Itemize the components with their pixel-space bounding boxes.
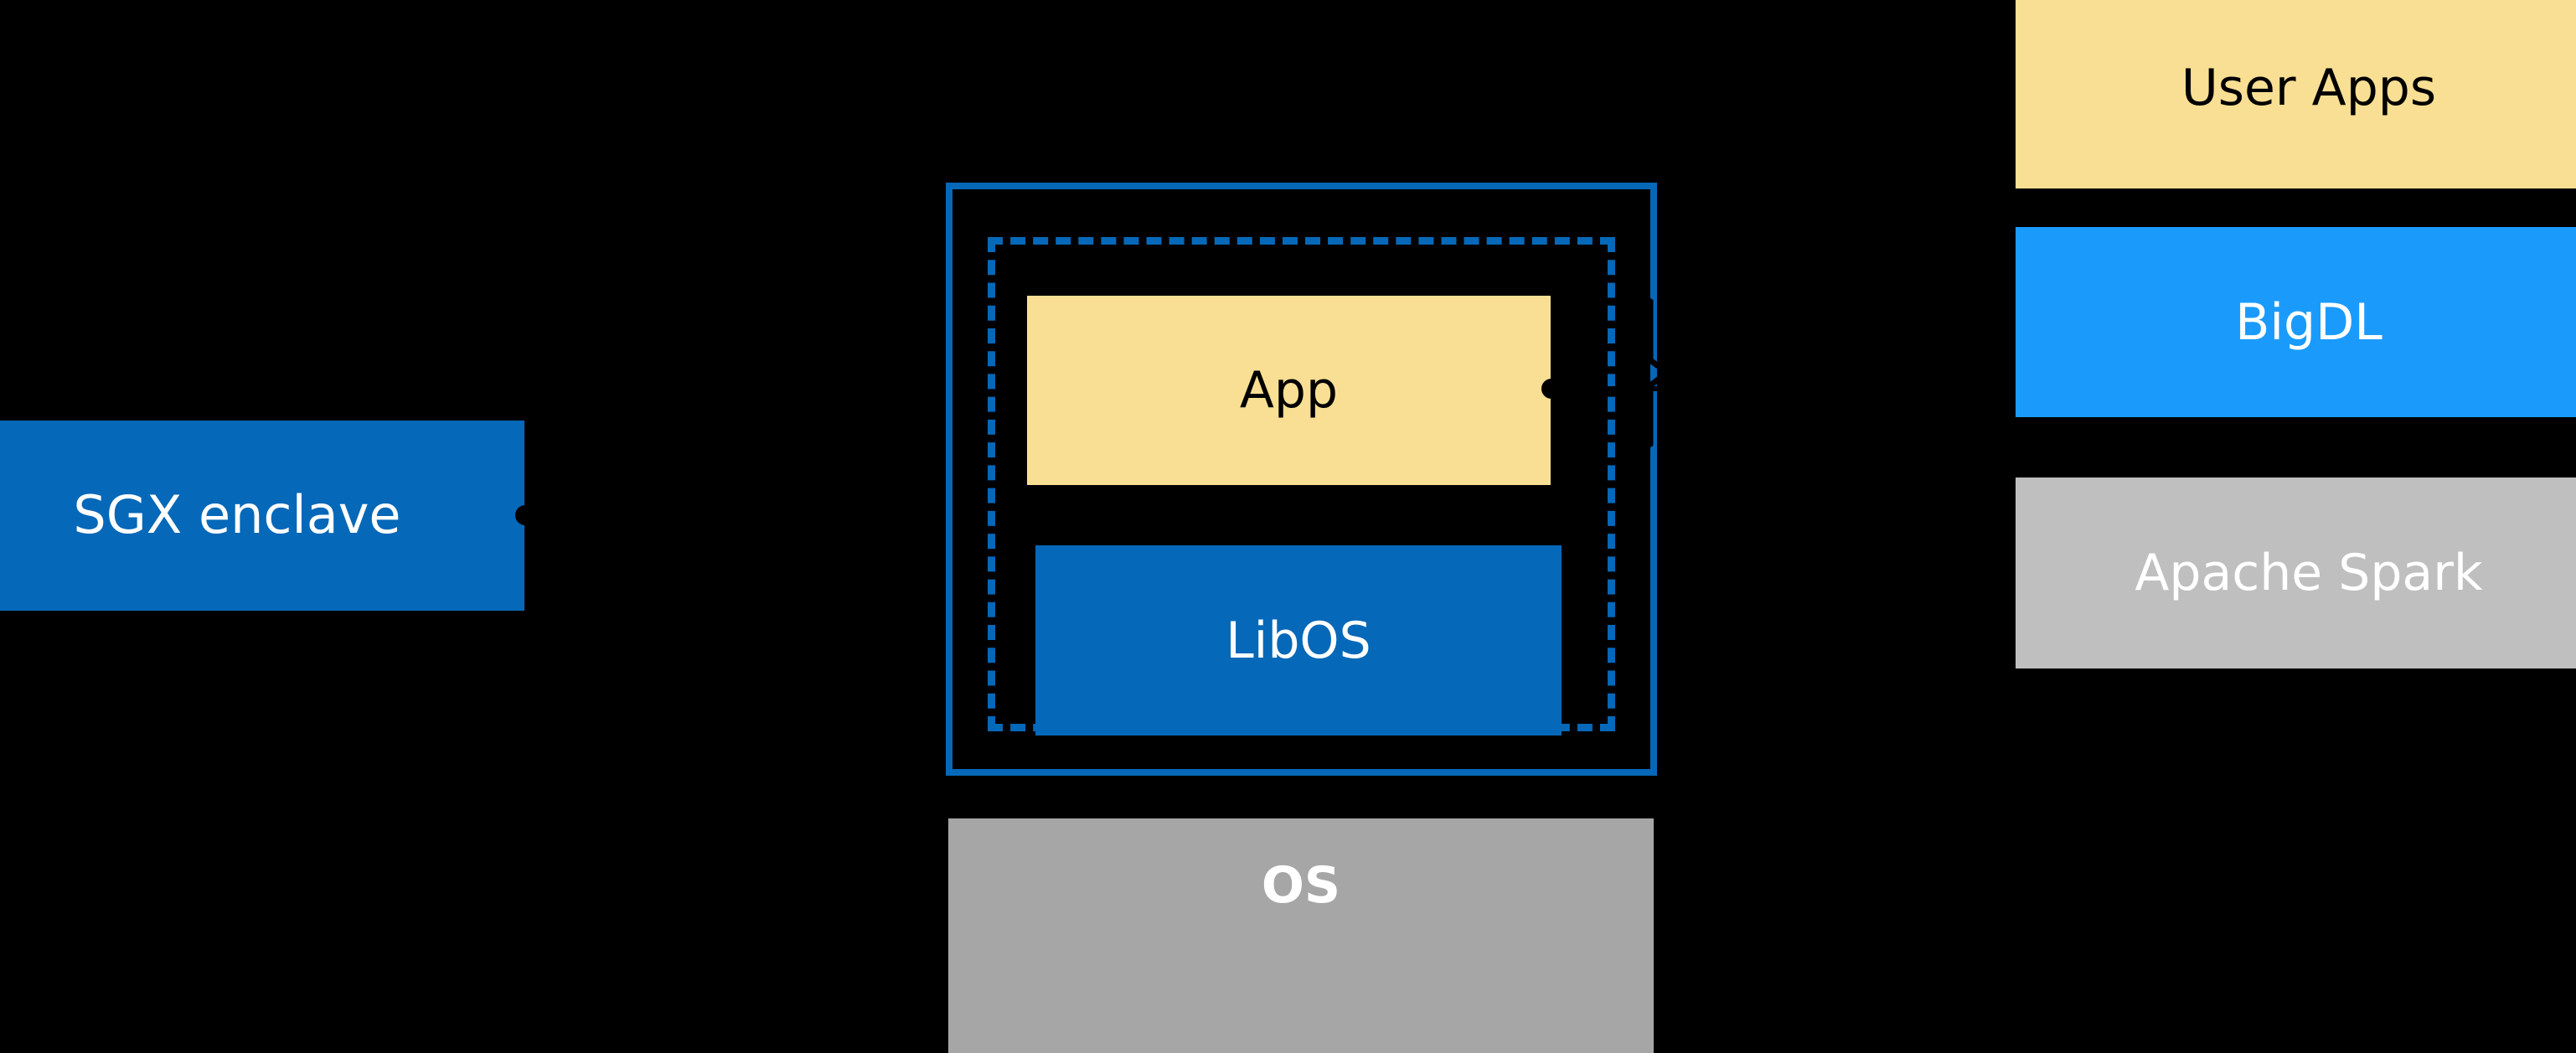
bigdl-box[interactable]: BigDL [2016,227,2576,417]
os-label: OS [1261,856,1341,915]
app-box[interactable]: App [1027,296,1551,485]
user-apps-label: User Apps [2181,59,2437,117]
bigdl-label: BigDL [2235,292,2382,352]
apache-spark-box[interactable]: Apache Spark [2016,477,2576,668]
sgx-enclave-label: SGX enclave [73,484,401,546]
libos-box[interactable]: LibOS [1035,545,1562,736]
apache-spark-label: Apache Spark [2135,544,2483,602]
sgx-enclave-connector-arrow [515,505,955,525]
os-box[interactable]: OS [948,818,1654,1053]
enclave-outer-boundary [946,183,1657,776]
libos-label: LibOS [1226,611,1371,670]
app-label: App [1239,361,1339,420]
sgx-enclave-box[interactable]: SGX enclave [0,421,524,611]
user-apps-box[interactable]: User Apps [2016,0,2576,188]
